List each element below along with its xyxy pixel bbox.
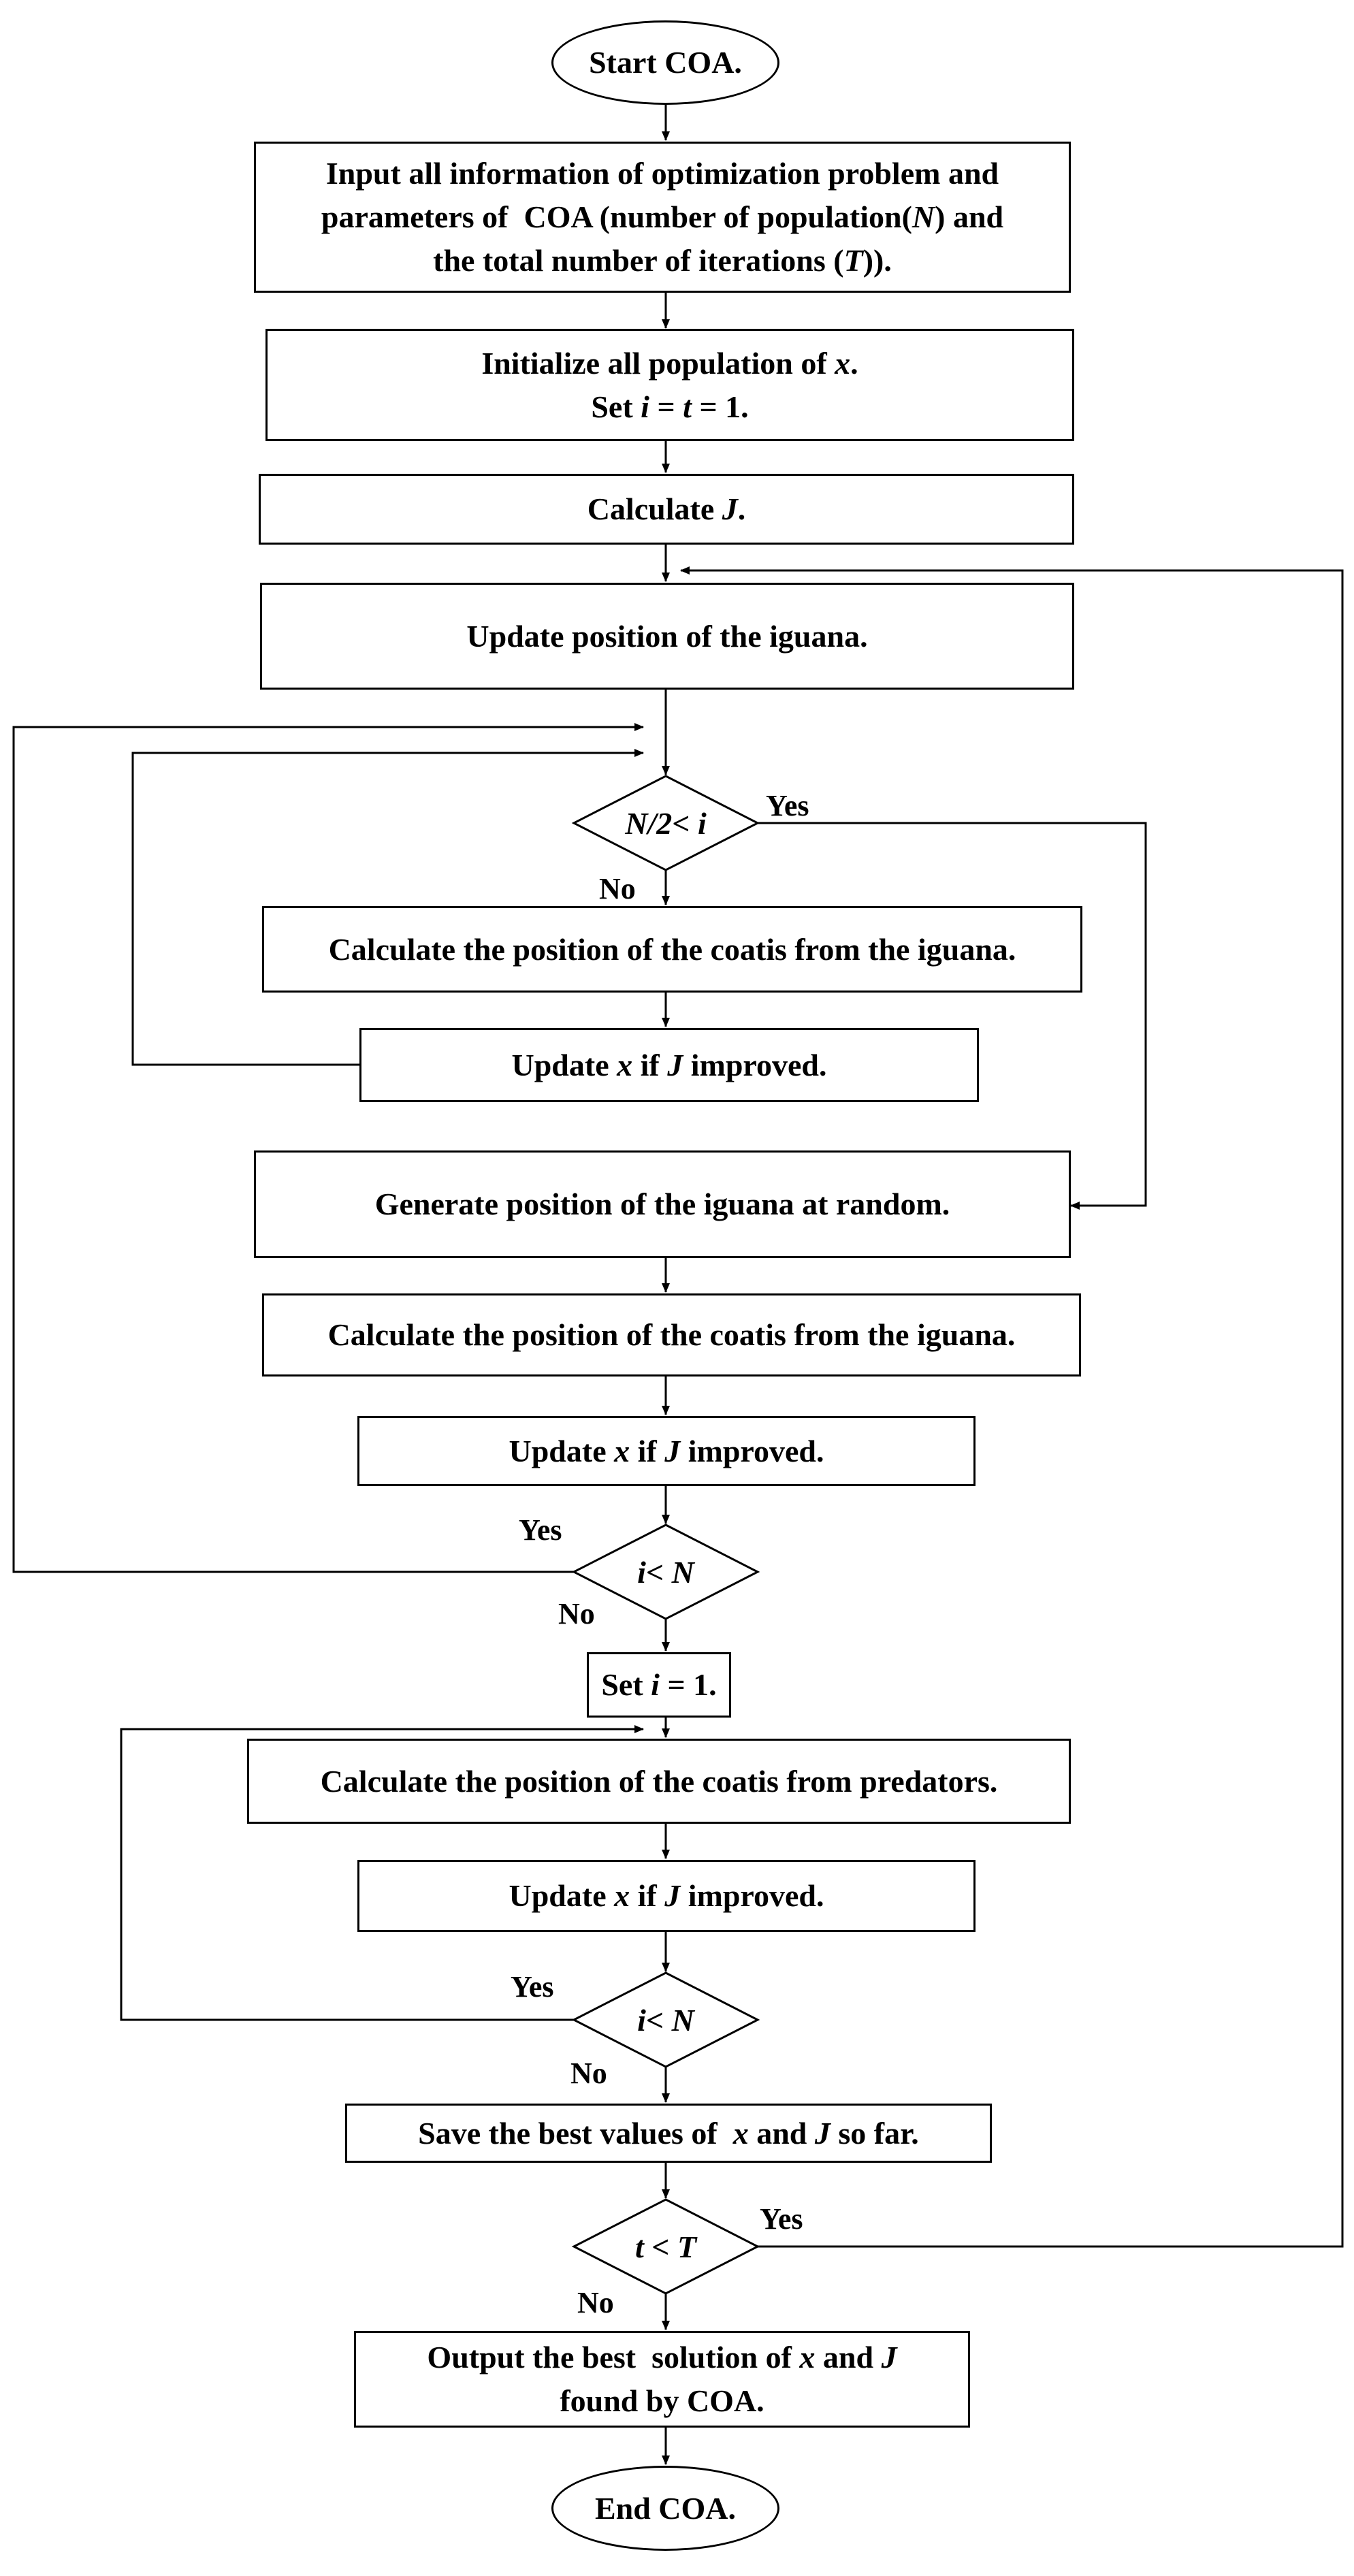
input-line-2: parameters of COA (number of population(… <box>321 199 1004 234</box>
yes-label-decision-1: Yes <box>766 789 809 822</box>
edge-loop-i-second <box>120 1725 644 2021</box>
edge-loop-i-first <box>12 723 644 1573</box>
edge-d1-yes <box>758 822 1147 1210</box>
yes-label-decision-4: Yes <box>760 2202 803 2236</box>
init-line-1: Initialize all population of x. <box>481 345 858 381</box>
update-x-box-1: Update x if J improved. <box>359 1028 979 1102</box>
update-x-box-3: Update x if J improved. <box>357 1860 976 1932</box>
decision-4-label: t < T <box>634 2229 697 2264</box>
calc-coatis-iguana-box-2: Calculate the position of the coatis fro… <box>262 1293 1081 1376</box>
output-line-2: found by COA. <box>560 2383 764 2418</box>
input-line-3: the total number of iterations (T)). <box>433 243 892 278</box>
yes-label-decision-2: Yes <box>519 1513 562 1547</box>
no-label-decision-2: No <box>558 1597 595 1630</box>
set-i-box: Set i = 1. <box>587 1652 731 1718</box>
start-label: Start COA. <box>589 45 742 80</box>
decision-3-label: i< N <box>637 2002 694 2038</box>
input-line-1: Input all information of optimization pr… <box>325 156 999 191</box>
edge-loop-t <box>680 566 1344 2248</box>
end-label: End COA. <box>594 2490 737 2526</box>
no-label-decision-1: No <box>599 872 636 905</box>
init-box: Initialize all population of x. Set i = … <box>265 329 1074 441</box>
start-node: Start COA. <box>551 20 779 105</box>
calc-j-box: Calculate J. <box>259 474 1074 545</box>
save-best-box: Save the best values of x and J so far. <box>345 2104 992 2163</box>
decision-1-label: N/2< i <box>625 805 707 841</box>
generate-iguana-box: Generate position of the iguana at rando… <box>254 1150 1071 1258</box>
output-line-1: Output the best solution of x and J <box>427 2340 897 2374</box>
input-box: Input all information of optimization pr… <box>254 142 1071 293</box>
calc-coatis-predators-box: Calculate the position of the coatis fro… <box>247 1739 1071 1824</box>
no-label-decision-3: No <box>570 2057 607 2090</box>
init-line-2: Set i = t = 1. <box>591 389 749 424</box>
no-label-decision-4: No <box>577 2286 614 2319</box>
update-iguana-box: Update position of the iguana. <box>260 583 1074 690</box>
end-node: End COA. <box>551 2466 779 2551</box>
yes-label-decision-3: Yes <box>511 1970 554 2003</box>
calc-coatis-iguana-box-1: Calculate the position of the coatis fro… <box>262 906 1082 993</box>
output-box: Output the best solution of x and J foun… <box>354 2331 970 2428</box>
update-x-box-2: Update x if J improved. <box>357 1416 976 1486</box>
edge-loop-updx1 <box>131 749 644 1066</box>
decision-2-label: i< N <box>637 1554 694 1590</box>
